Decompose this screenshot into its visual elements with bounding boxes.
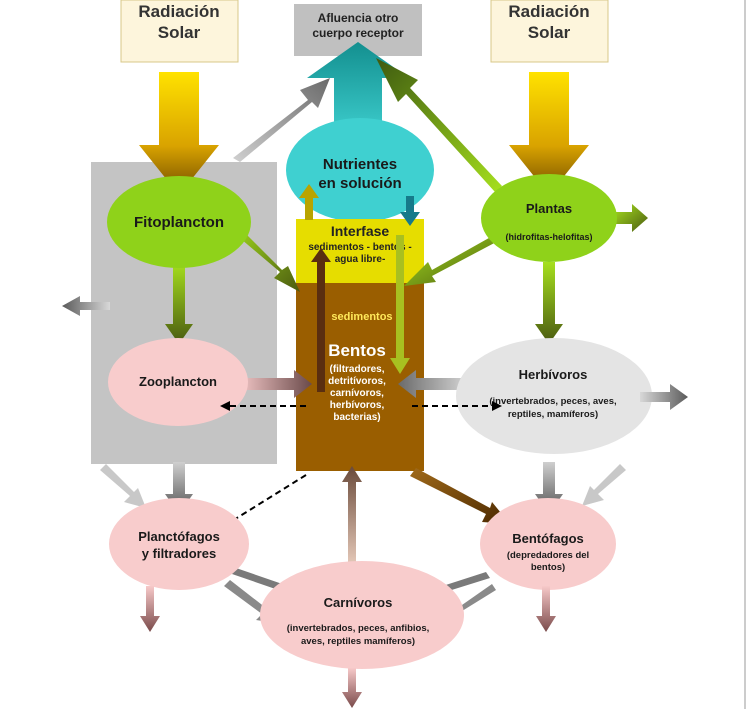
bentos-title: Bentos: [328, 341, 386, 360]
plantas-to-herbivoros-arrow: [535, 262, 563, 344]
carnivoros-outflow-arrow: [342, 668, 362, 708]
phytoplankton-outflow-arrow: [233, 78, 330, 162]
bentofagos-title: Bentófagos: [512, 531, 584, 546]
plantas-outflow-right-arrow: [615, 204, 648, 232]
bentos-line-5: bacterias): [333, 412, 380, 423]
solar-box-left: [120, 0, 239, 63]
solar-arrow-right: [509, 72, 589, 195]
zooplancton-to-bentos-arrow: [238, 370, 312, 398]
herbivoros-outflow-right-arrow: [640, 384, 688, 410]
panel-diag-to-planctofagos-arrow: [100, 464, 146, 508]
herbivoros-to-bentos-arrow: [398, 370, 470, 398]
plantas-to-interfase-arrow: [404, 234, 500, 286]
planctofagos-label-2: y filtradores: [142, 546, 216, 561]
planctofagos-outflow-arrow: [140, 586, 160, 632]
nutrients-node: [286, 118, 434, 222]
zooplancton-label: Zooplancton: [139, 374, 217, 389]
bentos-line-1: (filtradores,: [329, 364, 384, 375]
carnivoros-line-2: aves, reptiles mamíferos): [301, 636, 415, 647]
fitoplancton-node: [107, 176, 251, 268]
solar-label-left-2: Solar: [158, 23, 201, 42]
interfase-line-1: sedimentos - bentos -: [308, 242, 411, 253]
nutrients-label-1: Nutrientes: [323, 156, 397, 173]
nutrients-label-2: en solución: [318, 175, 401, 192]
nutrients-to-interfase-arrow: [400, 196, 420, 226]
bentofagos-line-1: (depredadores del: [507, 550, 589, 561]
solar-label-right-1: Radiación: [508, 2, 589, 21]
bentos-line-2: detritívoros,: [328, 376, 386, 387]
herbivoros-line-2: reptiles, mamíferos): [508, 409, 598, 420]
carnivoros-line-1: (invertebrados, peces, anfibios,: [287, 623, 430, 634]
solar-arrow-left: [139, 72, 219, 195]
plantas-title: Plantas: [526, 201, 572, 216]
fitoplancton-to-bentos-arrow: [228, 222, 300, 292]
sedimentos-label: sedimentos: [331, 311, 392, 323]
planctofagos-node: [109, 498, 249, 590]
plantas-node: [481, 174, 617, 262]
herbivoros-diag-to-bentofagos-arrow: [582, 464, 626, 506]
solar-label-left-1: Radiación: [138, 2, 219, 21]
bentofagos-line-2: bentos): [531, 562, 565, 573]
fitoplancton-label: Fitoplancton: [134, 214, 224, 231]
panel-outflow-left-arrow: [62, 296, 110, 316]
interfase-title: Interfase: [331, 223, 390, 239]
bentos-to-planctofagos-dashed: [222, 474, 307, 528]
carnivoros-title: Carnívoros: [324, 595, 393, 610]
herbivoros-node: [456, 338, 652, 454]
bentos-to-bentofagos-arrow: [410, 468, 510, 524]
plantas-outflow-arrow: [376, 58, 502, 192]
bentofagos-outflow-arrow: [536, 586, 556, 632]
interfase-to-bentos-arrow: [390, 235, 410, 374]
carnivoros-to-bentos-arrow: [342, 466, 362, 575]
interfase-line-2: agua libre-: [335, 254, 386, 265]
bentos-line-3: carnívoros,: [330, 388, 384, 399]
outflow-label-2: cuerpo receptor: [312, 26, 404, 40]
plantas-subtitle: (hidrofitas-helofitas): [506, 232, 593, 242]
bentofagos-node: [480, 498, 616, 590]
herbivoros-line-1: (invertebrados, peces, aves,: [489, 396, 616, 407]
solar-label-right-2: Solar: [528, 23, 571, 42]
bentos-to-interfase-arrow: [311, 248, 331, 392]
carnivoros-node: [260, 561, 464, 669]
zooplancton-node: [108, 338, 248, 426]
outflow-label-1: Afluencia otro: [318, 11, 399, 25]
bentos-line-4: herbívoros,: [330, 400, 385, 411]
planctofagos-label-1: Planctófagos: [138, 529, 220, 544]
interfase-to-nutrients-arrow: [299, 184, 319, 220]
fitoplancton-to-zooplancton-arrow: [165, 262, 193, 344]
solar-box-right: [490, 0, 609, 63]
herbivoros-title: Herbívoros: [519, 367, 588, 382]
